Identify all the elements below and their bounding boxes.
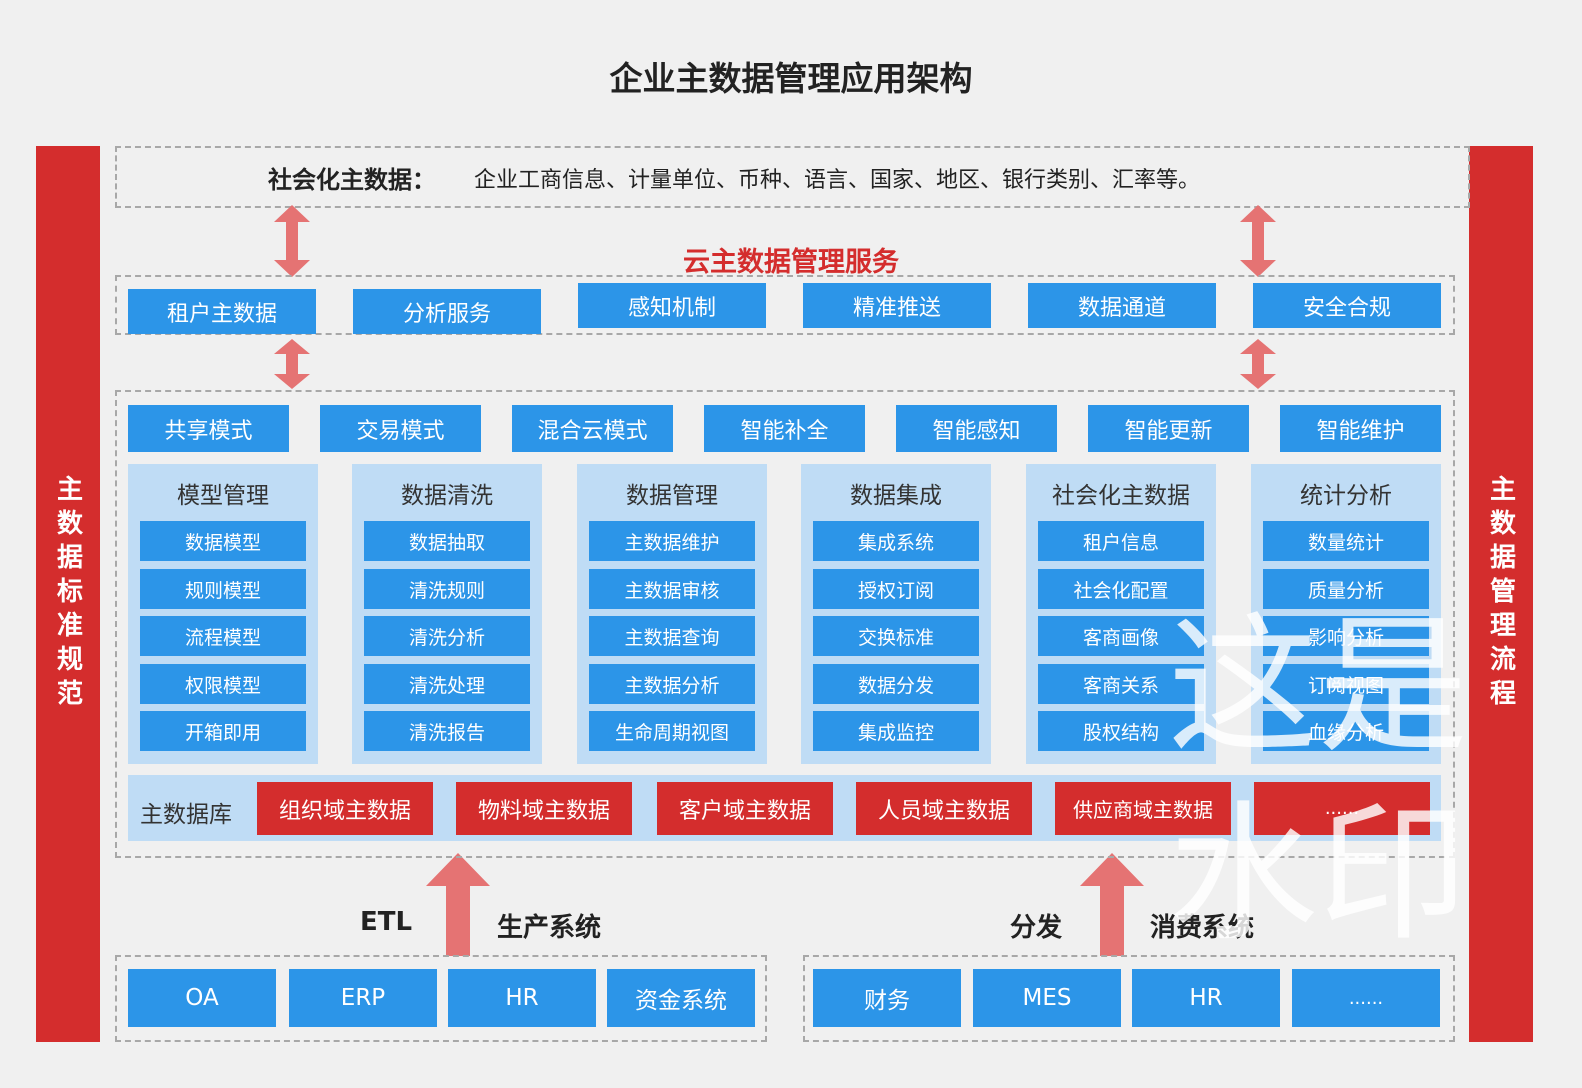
double-arrow-right-mid: [1240, 339, 1276, 389]
panel-item[interactable]: 数据模型: [140, 521, 306, 561]
service-sensing[interactable]: 感知机制: [578, 283, 766, 328]
panel-item[interactable]: 客商关系: [1038, 664, 1204, 704]
production-systems-box: [115, 955, 767, 1042]
panel-item[interactable]: 开箱即用: [140, 711, 306, 751]
panel-item[interactable]: 清洗处理: [364, 664, 530, 704]
panel-item[interactable]: 清洗规则: [364, 569, 530, 609]
panel-item[interactable]: 清洗报告: [364, 711, 530, 751]
panel-item[interactable]: 流程模型: [140, 616, 306, 656]
distribute-label: 分发: [1010, 913, 1063, 943]
service-analysis[interactable]: 分析服务: [353, 289, 541, 334]
system-treasury[interactable]: 资金系统: [607, 969, 755, 1027]
page-title: 企业主数据管理应用架构: [609, 59, 973, 98]
panel-item[interactable]: 主数据查询: [589, 616, 755, 656]
mode-smart-maintain[interactable]: 智能维护: [1280, 405, 1441, 452]
service-tenant-master[interactable]: 租户主数据: [128, 289, 316, 334]
up-arrow-etl: [426, 853, 490, 956]
panel-item[interactable]: 生命周期视图: [589, 711, 755, 751]
db-organization[interactable]: 组织域主数据: [257, 782, 433, 835]
db-supplier[interactable]: 供应商域主数据: [1055, 782, 1231, 835]
panel-title: 模型管理: [177, 483, 269, 509]
consumer-system-label: 消费系统: [1150, 913, 1255, 943]
panel-item[interactable]: 影响分析: [1263, 616, 1429, 656]
panel-item[interactable]: 数量统计: [1263, 521, 1429, 561]
master-database-label: 主数据库: [140, 802, 232, 828]
panel-item[interactable]: 质量分析: [1263, 569, 1429, 609]
system-hr-consumer[interactable]: HR: [1132, 969, 1280, 1027]
panel-item[interactable]: 授权订阅: [813, 569, 979, 609]
etl-label: ETL: [360, 907, 413, 937]
social-master-data-bar: [115, 146, 1470, 208]
panel-model-management: 模型管理 数据模型 规则模型 流程模型 权限模型 开箱即用: [128, 464, 318, 764]
system-erp[interactable]: ERP: [289, 969, 437, 1027]
panel-item[interactable]: 租户信息: [1038, 521, 1204, 561]
panel-item[interactable]: 集成系统: [813, 521, 979, 561]
panel-statistics: 统计分析 数量统计 质量分析 影响分析 订阅视图 血缘分析: [1251, 464, 1441, 764]
up-arrow-distribute: [1080, 853, 1144, 956]
panel-title: 社会化主数据: [1052, 483, 1190, 509]
panel-item[interactable]: 客商画像: [1038, 616, 1204, 656]
panel-item[interactable]: 规则模型: [140, 569, 306, 609]
right-sidebar: 主数据管理流程: [1469, 146, 1533, 1042]
panel-title: 数据集成: [850, 483, 942, 509]
panel-title: 数据管理: [626, 483, 718, 509]
panel-data-cleansing: 数据清洗 数据抽取 清洗规则 清洗分析 清洗处理 清洗报告: [352, 464, 542, 764]
production-system-label: 生产系统: [497, 913, 602, 943]
system-mes[interactable]: MES: [973, 969, 1121, 1027]
panel-item[interactable]: 订阅视图: [1263, 664, 1429, 704]
panel-item[interactable]: 数据抽取: [364, 521, 530, 561]
service-push[interactable]: 精准推送: [803, 283, 991, 328]
panel-item[interactable]: 数据分发: [813, 664, 979, 704]
db-more[interactable]: ......: [1254, 782, 1430, 835]
main-platform-box: [115, 390, 1455, 858]
panel-item[interactable]: 主数据审核: [589, 569, 755, 609]
mode-shared[interactable]: 共享模式: [128, 405, 289, 452]
panel-item[interactable]: 清洗分析: [364, 616, 530, 656]
system-more[interactable]: ......: [1292, 969, 1440, 1027]
system-oa[interactable]: OA: [128, 969, 276, 1027]
panel-item[interactable]: 集成监控: [813, 711, 979, 751]
panel-item[interactable]: 股权结构: [1038, 711, 1204, 751]
double-arrow-left-mid: [274, 339, 310, 389]
cloud-service-title: 云主数据管理服务: [683, 247, 899, 278]
panel-item[interactable]: 血缘分析: [1263, 711, 1429, 751]
mode-hybrid-cloud[interactable]: 混合云模式: [512, 405, 673, 452]
db-customer[interactable]: 客户域主数据: [657, 782, 833, 835]
panel-title: 数据清洗: [401, 483, 493, 509]
panel-title: 统计分析: [1300, 483, 1392, 509]
panel-social-master-data: 社会化主数据 租户信息 社会化配置 客商画像 客商关系 股权结构: [1026, 464, 1216, 764]
cloud-service-box: [115, 275, 1455, 335]
panel-item[interactable]: 社会化配置: [1038, 569, 1204, 609]
consumer-systems-box: [803, 955, 1455, 1042]
panel-data-management: 数据管理 主数据维护 主数据审核 主数据查询 主数据分析 生命周期视图: [577, 464, 767, 764]
left-sidebar: 主数据标准规范: [36, 146, 100, 1042]
db-material[interactable]: 物料域主数据: [456, 782, 632, 835]
panel-item[interactable]: 交换标准: [813, 616, 979, 656]
service-data-channel[interactable]: 数据通道: [1028, 283, 1216, 328]
panel-data-integration: 数据集成 集成系统 授权订阅 交换标准 数据分发 集成监控: [801, 464, 991, 764]
panel-item[interactable]: 主数据维护: [589, 521, 755, 561]
panel-item[interactable]: 权限模型: [140, 664, 306, 704]
social-text: 企业工商信息、计量单位、币种、语言、国家、地区、银行类别、汇率等。: [474, 168, 1201, 193]
system-hr[interactable]: HR: [448, 969, 596, 1027]
mode-smart-complete[interactable]: 智能补全: [704, 405, 865, 452]
mode-smart-sense[interactable]: 智能感知: [896, 405, 1057, 452]
db-personnel[interactable]: 人员域主数据: [856, 782, 1032, 835]
social-label: 社会化主数据：: [268, 166, 436, 194]
service-security[interactable]: 安全合规: [1253, 283, 1441, 328]
mode-trade[interactable]: 交易模式: [320, 405, 481, 452]
system-finance[interactable]: 财务: [813, 969, 961, 1027]
mode-smart-update[interactable]: 智能更新: [1088, 405, 1249, 452]
panel-item[interactable]: 主数据分析: [589, 664, 755, 704]
